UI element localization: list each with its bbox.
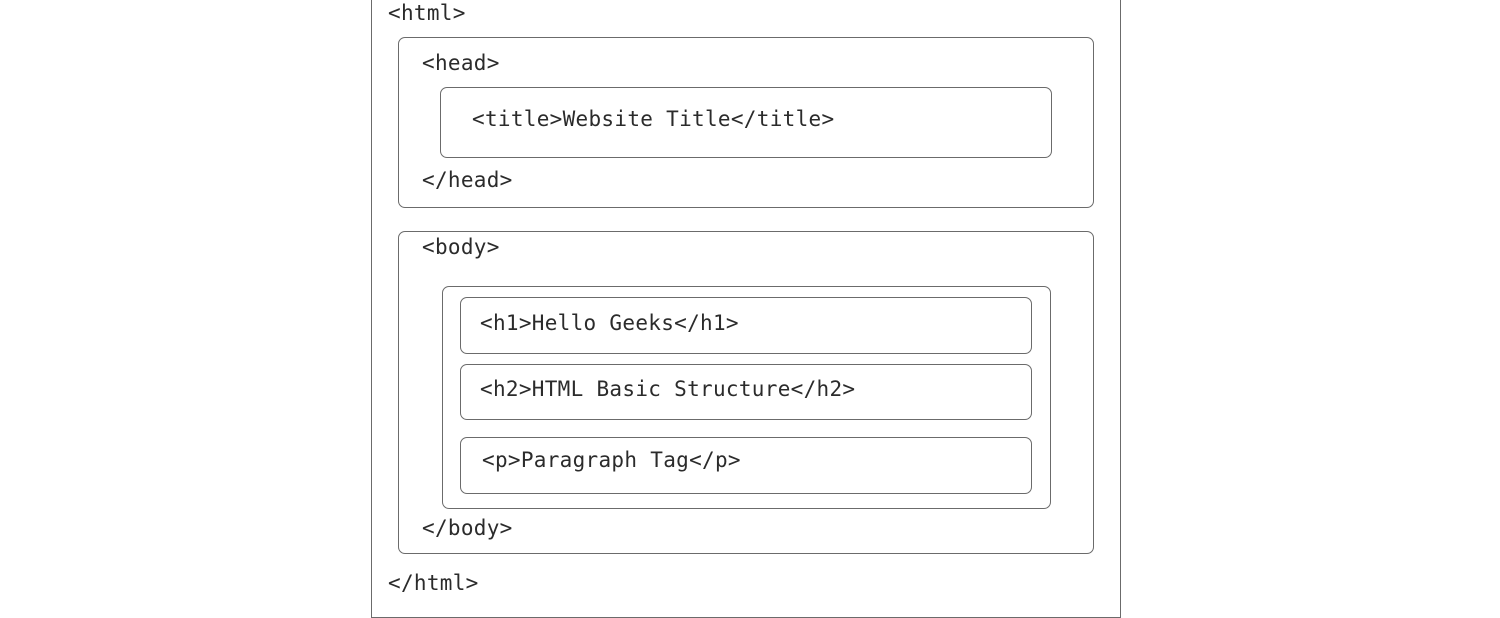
head-close-tag: </head> <box>422 168 513 192</box>
body-content-box <box>442 286 1051 509</box>
h1-element-text: <h1>Hello Geeks</h1> <box>480 311 739 335</box>
p-element-text: <p>Paragraph Tag</p> <box>482 448 741 472</box>
title-element-box <box>440 87 1052 158</box>
h2-element-box <box>460 364 1032 420</box>
h1-element-box <box>460 297 1032 354</box>
title-element-text: <title>Website Title</title> <box>472 107 835 131</box>
head-element-box <box>398 37 1094 208</box>
h2-element-text: <h2>HTML Basic Structure</h2> <box>480 377 856 401</box>
html-close-tag: </html> <box>388 571 479 595</box>
head-open-tag: <head> <box>422 51 500 75</box>
body-element-box <box>398 231 1094 554</box>
p-element-box <box>460 437 1032 494</box>
body-open-tag: <body> <box>422 235 500 259</box>
html-open-tag: <html> <box>388 1 466 25</box>
body-close-tag: </body> <box>422 516 513 540</box>
